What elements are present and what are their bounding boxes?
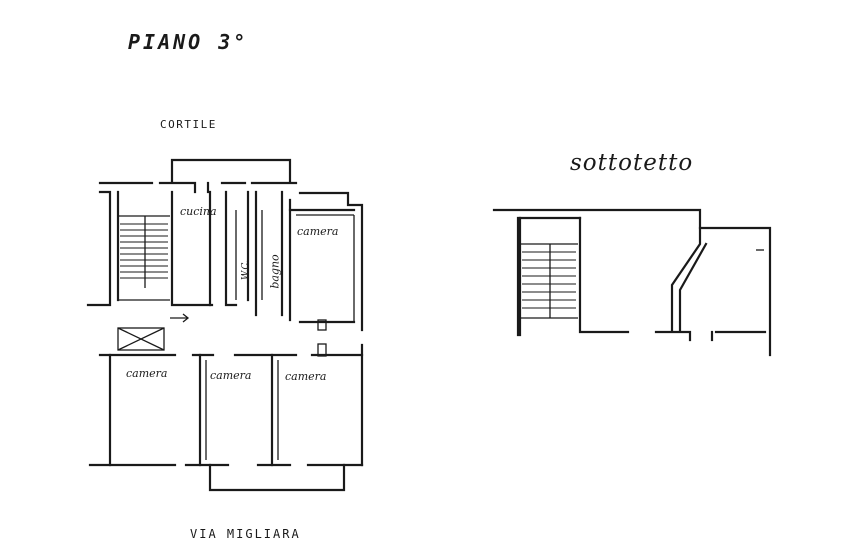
plan-title: PIANO 3° <box>128 30 249 54</box>
attic-title: sottotetto <box>570 150 694 176</box>
main-floor-plan <box>86 158 364 492</box>
room-label-bedroom-left: camera <box>126 367 168 380</box>
courtyard-label: CORTILE <box>160 118 217 131</box>
room-label-bedroom-middle: camera <box>210 369 252 382</box>
stair-treads <box>120 223 168 279</box>
attic-floor-plan <box>492 208 772 357</box>
room-label-bedroom-right: camera <box>285 370 327 383</box>
room-label-kitchen: cucina <box>180 205 217 218</box>
room-label-wc: W.C. <box>240 260 251 280</box>
room-label-bathroom: bagno <box>268 254 282 289</box>
room-label-bedroom-top-right: camera <box>297 225 339 238</box>
attic-stair-treads <box>522 251 576 309</box>
street-label: VIA MIGLIARA <box>190 527 301 541</box>
